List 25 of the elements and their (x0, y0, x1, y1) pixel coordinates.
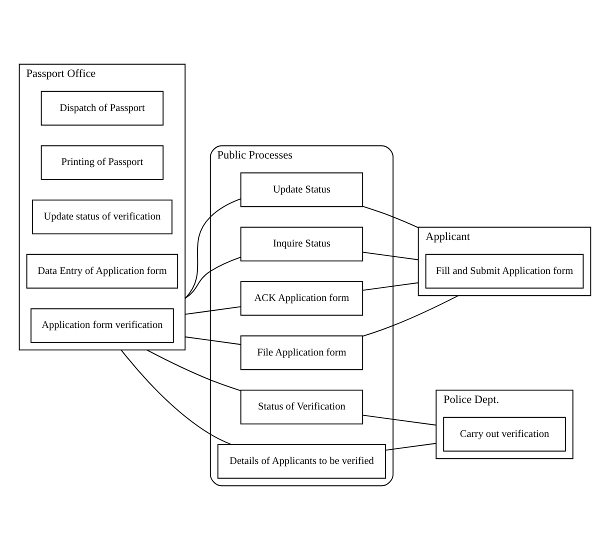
node-box: Carry out verification (443, 416, 566, 452)
node-box: Status of Verification (240, 389, 364, 424)
node-box: Printing of Passport (40, 144, 164, 180)
connector (362, 205, 419, 228)
connector (184, 306, 242, 314)
node-box: Inquire Status (240, 226, 364, 261)
connector (184, 198, 242, 298)
connector (362, 282, 419, 290)
connector (184, 336, 242, 344)
connector (146, 348, 242, 391)
connector (184, 256, 242, 298)
node-box: Application form verification (30, 308, 174, 342)
connector (362, 414, 437, 426)
node-box: Data Entry of Application form (26, 253, 178, 288)
node-box: ACK Application form (240, 280, 364, 316)
connector (120, 348, 232, 444)
node-box: File Application form (240, 334, 364, 370)
node-box: Details of Applicants to be verified (217, 444, 386, 478)
connector (385, 442, 437, 450)
connector (362, 251, 419, 260)
node-box: Update Status (240, 172, 364, 207)
node-box: Update status of verification (32, 199, 172, 234)
node-box: Dispatch of Passport (40, 90, 164, 126)
node-box: Fill and Submit Application form (425, 253, 584, 288)
connector (362, 294, 459, 336)
